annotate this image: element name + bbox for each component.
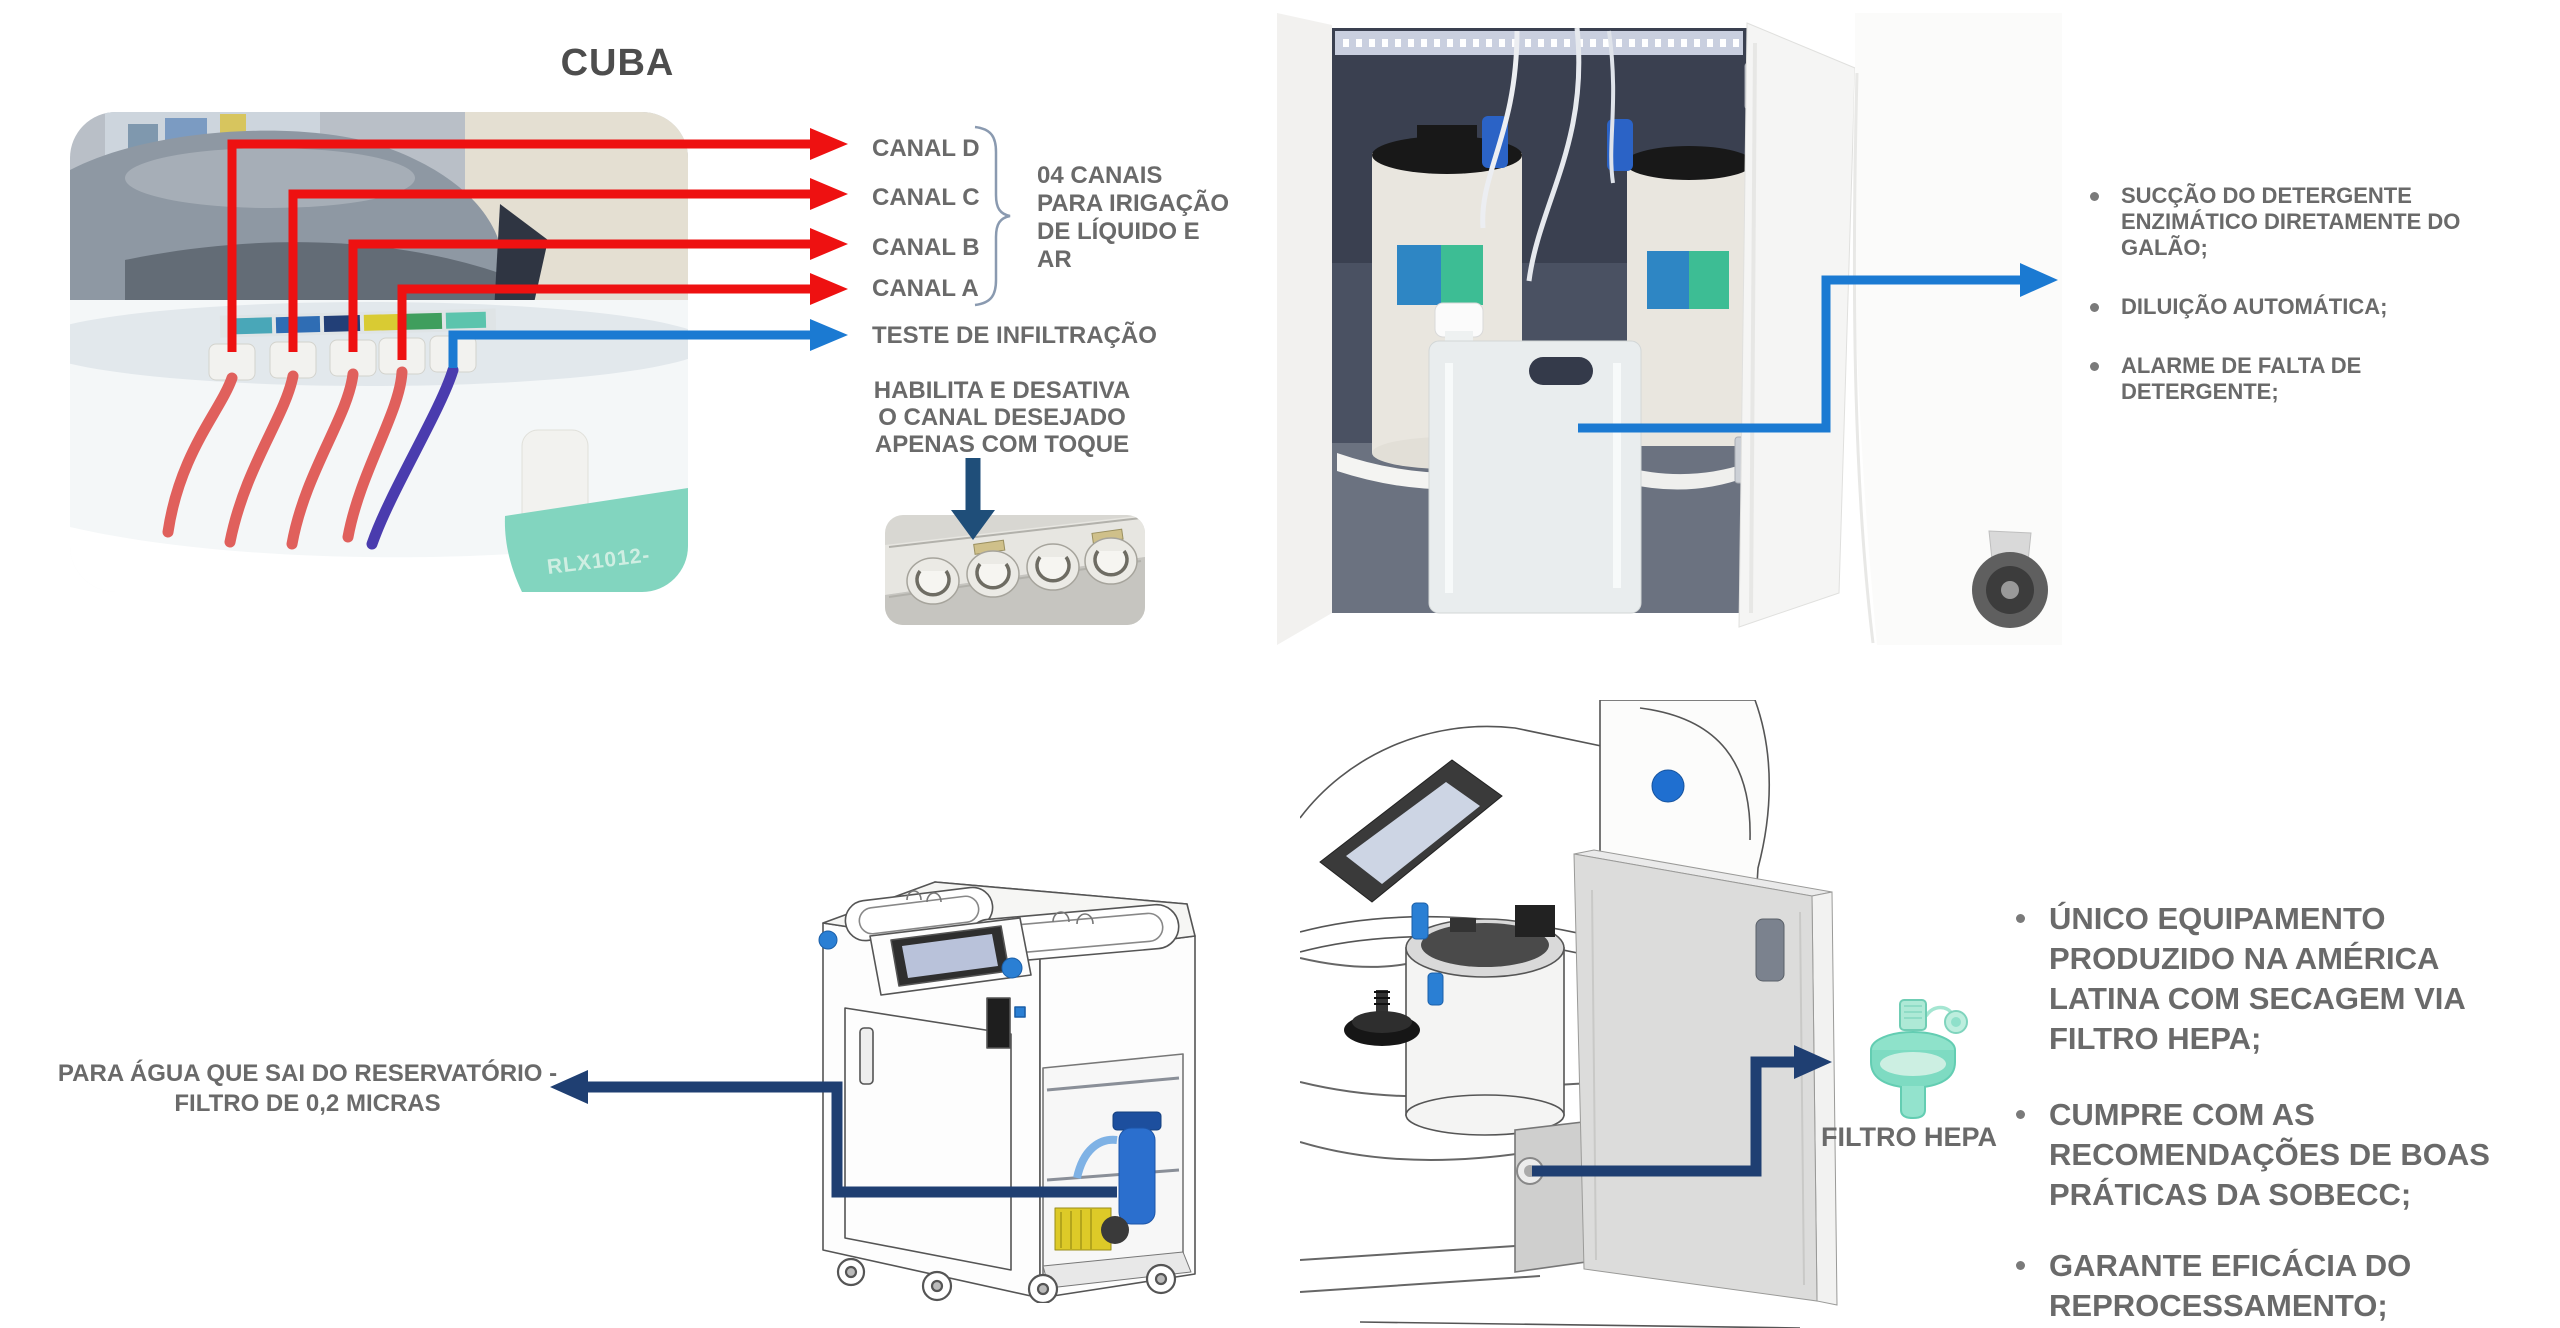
- filter-cap: [1112, 1111, 1162, 1131]
- top-port: [1899, 999, 1927, 1031]
- base-line: [1359, 1321, 1801, 1328]
- cuba-photo: RLX1012-: [70, 112, 688, 592]
- channels-bracket: [974, 125, 1011, 307]
- bullet-dot: [2090, 192, 2099, 201]
- black-cap: [1344, 990, 1420, 1046]
- irrigation-tubes: [162, 364, 459, 550]
- cabinet-right-column: [1853, 13, 2062, 645]
- filter-media: [1880, 1052, 1946, 1076]
- bullet-dot: [2090, 303, 2099, 312]
- bullet-line: REPROCESSAMENTO;: [2049, 1288, 2388, 1323]
- channels-note-line: 04 CANAIS: [1037, 162, 1163, 189]
- water-filter-note: PARA ÁGUA QUE SAI DO RESERVATÓRIO - FILT…: [55, 1059, 560, 1119]
- bullet-dot: [2016, 1110, 2025, 1119]
- canal-b-label: CANAL B: [872, 234, 980, 261]
- bullet-line: PRODUZIDO NA AMÉRICA: [2049, 941, 2440, 976]
- touch-note-line: O CANAL DESEJADO: [878, 404, 1126, 431]
- blue-button: [1014, 1006, 1026, 1018]
- panel-curve-mid: [1300, 915, 1601, 939]
- panel-curve-top: [1300, 725, 1631, 819]
- touch-note-line: HABILITA E DESATIVA: [873, 377, 1131, 404]
- open-door: [1573, 849, 1838, 1306]
- led-strip: [1335, 31, 1743, 55]
- bullet-line: FILTRO HEPA;: [2049, 1021, 2262, 1056]
- bullet-line: DETERGENTE;: [2121, 379, 2279, 404]
- touch-connector-ports: [906, 528, 1138, 605]
- blue-ball-knob: [1651, 769, 1685, 803]
- touch-note: HABILITA E DESATIVA O CANAL DESEJADO APE…: [868, 377, 1136, 458]
- bullet-line: SUCÇÃO DO DETERGENTE: [2121, 183, 2412, 208]
- door-handle: [859, 1027, 874, 1085]
- caster-wheels: [836, 1257, 1177, 1303]
- bullet-line: RECOMENDAÇÕES DE BOAS: [2049, 1137, 2490, 1172]
- caster-wheel: [1972, 530, 2048, 628]
- door-handle-recess: [1755, 918, 1785, 982]
- drum: [1405, 905, 1565, 1136]
- water-filter-02-micron: [1118, 1127, 1156, 1225]
- touch-note-line: APENAS COM TOQUE: [874, 431, 1130, 458]
- touchscreen: [902, 934, 998, 978]
- card-slot: [986, 997, 1011, 1049]
- filter-compartment: [1042, 1053, 1192, 1289]
- detergent-jug: [1428, 302, 1642, 614]
- touch-connectors-photo: [885, 515, 1145, 625]
- channels-note-line: AR: [1037, 246, 1072, 273]
- connector-rail-shadow: [885, 557, 1145, 625]
- bullet-line: ENZIMÁTICO DIRETAMENTE DO: [2121, 209, 2461, 234]
- bullet-line: ALARME DE FALTA DE: [2121, 353, 2362, 378]
- suction-tubes: [1480, 27, 1616, 282]
- washer-machine-drawing: [815, 878, 1200, 1303]
- canal-c-label: CANAL C: [872, 184, 980, 211]
- detergent-cabinet-photo: [1277, 13, 2062, 645]
- drum-fitting: [1515, 905, 1555, 937]
- blue-knob-left: [818, 930, 838, 950]
- canal-d-label: CANAL D: [872, 135, 980, 162]
- channels-note: 04 CANAIS PARA IRIGAÇÃO DE LÍQUIDO E AR: [1037, 162, 1229, 274]
- bullet-line: DILUIÇÃO AUTOMÁTICA;: [2121, 294, 2388, 319]
- model-sticker: RLX1012-: [504, 488, 688, 592]
- bottom-port: [1900, 1086, 1926, 1120]
- hepa-bullet-2: CUMPRE COM AS RECOMENDAÇÕES DE BOAS PRÁT…: [2016, 1095, 2490, 1215]
- bullet-dot: [2090, 362, 2099, 371]
- detergent-bullet-2: DILUIÇÃO AUTOMÁTICA;: [2090, 294, 2387, 320]
- cuba-title: CUBA: [560, 42, 675, 84]
- cuba-photo-art: RLX1012-: [70, 112, 688, 592]
- water-filter-line: FILTRO DE 0,2 MICRAS: [174, 1090, 441, 1117]
- water-filter-line: PARA ÁGUA QUE SAI DO RESERVATÓRIO -: [57, 1060, 558, 1087]
- hepa-bullet-1: ÚNICO EQUIPAMENTO PRODUZIDO NA AMÉRICA L…: [2016, 899, 2466, 1059]
- bullet-line: GARANTE EFICÁCIA DO: [2049, 1248, 2412, 1283]
- hepa-filter-label: FILTRO HEPA: [1821, 1122, 1997, 1152]
- hepa-bullet-3: GARANTE EFICÁCIA DO REPROCESSAMENTO;: [2016, 1246, 2411, 1326]
- channels-note-line: DE LÍQUIDO E: [1037, 218, 1200, 245]
- bullet-line: CUMPRE COM AS: [2049, 1097, 2315, 1132]
- leak-test-label: TESTE DE INFILTRAÇÃO: [872, 322, 1157, 349]
- detergent-bullet-1: SUCÇÃO DO DETERGENTE ENZIMÁTICO DIRETAME…: [2090, 183, 2460, 261]
- bullet-line: GALÃO;: [2121, 235, 2208, 260]
- blue-knob-mid: [1001, 957, 1023, 979]
- shelf-blue-cap: [1427, 972, 1444, 1006]
- bullet-line: LATINA COM SECAGEM VIA: [2049, 981, 2466, 1016]
- cabinet-left-edge: [1277, 13, 1332, 645]
- hepa-filter-icon: [1848, 998, 1980, 1124]
- channels-note-line: PARA IRIGAÇÃO: [1037, 190, 1229, 217]
- bullet-dot: [2016, 914, 2025, 923]
- leak-test-tube: [366, 364, 459, 550]
- detergent-canister-right: [1625, 146, 1753, 446]
- bullet-line: ÚNICO EQUIPAMENTO: [2049, 901, 2386, 936]
- console: [1319, 759, 1503, 903]
- corner-curve: [1639, 707, 1751, 841]
- detergent-bullet-3: ALARME DE FALTA DE DETERGENTE;: [2090, 353, 2361, 405]
- pump-motor: [1101, 1216, 1129, 1244]
- drum-blue-cap: [1411, 902, 1429, 940]
- canal-a-label: CANAL A: [872, 275, 979, 302]
- bullet-line: PRÁTICAS DA SOBECC;: [2049, 1177, 2412, 1212]
- bullet-dot: [2016, 1261, 2025, 1270]
